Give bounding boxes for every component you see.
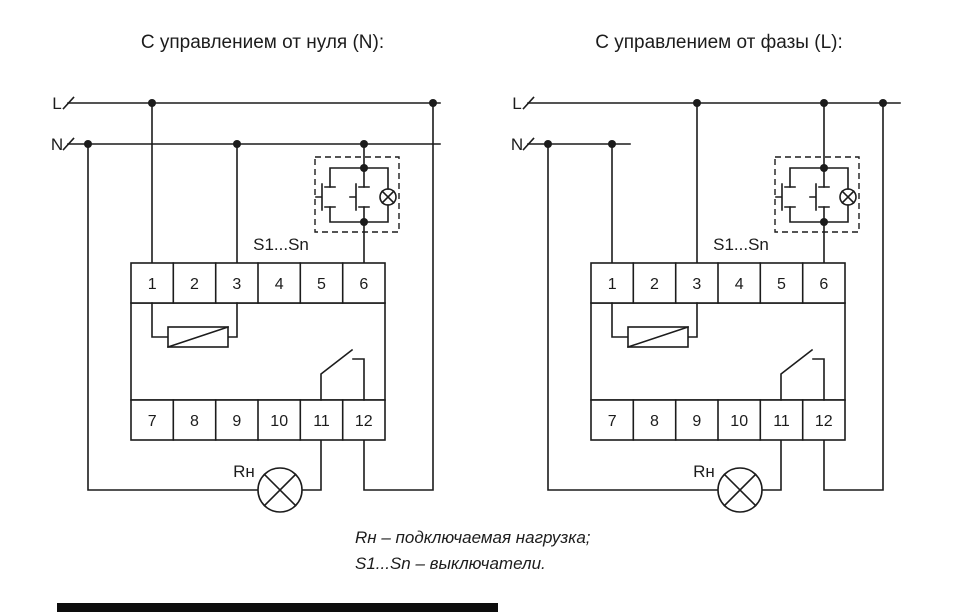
left-switch-group [315,167,397,223]
right-phase-line-tick [522,96,535,110]
left-wire-load-to-terminal11 [301,439,322,491]
left-neutral-line-tick [62,137,75,151]
load-lamp-icon [257,467,303,513]
relay-contact-symbol [320,348,365,401]
terminal-number: 8 [650,413,659,430]
legend-switches: S1...Sn – выключатели. [355,554,546,573]
right-wire-N-to-load [547,143,719,491]
load-lamp-icon [717,467,763,513]
terminal-number: 2 [190,276,199,293]
pushbutton-icon [809,183,830,211]
terminal-number: 12 [355,413,373,430]
terminal-number: 2 [650,276,659,293]
indicator-lamp-icon [379,188,397,206]
terminal-number: 5 [317,276,326,293]
relay-coil-symbol [151,302,238,349]
right-wire-load-to-terminal11 [761,439,782,491]
terminal-number: 11 [773,413,790,430]
left-diagram: L N S1...Sn Rн 1 2 3 4 5 6 7 8 9 10 11 1… [51,94,441,513]
left-diagram-title: С управлением от нуля (N): [140,32,385,53]
terminal-dividers [172,262,344,441]
indicator-lamp-icon [839,188,857,206]
right-switch-group-box [774,156,860,233]
device-body [130,302,386,401]
right-diagram-title: С управлением от фазы (L): [595,32,843,53]
terminal-number: 1 [148,276,157,293]
switch-group-label: S1...Sn [713,235,769,254]
device-body [590,302,846,401]
right-switch-group [775,167,857,223]
terminal-number: 3 [232,276,241,293]
pushbutton-icon [315,183,336,211]
terminal-number: 8 [190,413,199,430]
terminal-number: 6 [359,276,368,293]
legend-load: Rн – подключаемая нагрузка; [355,528,591,547]
terminal-number: 4 [275,276,284,293]
switch-group-label: S1...Sn [253,235,309,254]
terminal-number: 9 [232,413,241,430]
right-neutral-line-tick [522,137,535,151]
right-device [590,262,846,441]
load-label: Rн [233,462,255,481]
junction-dots [84,99,437,226]
left-switch-group-box [314,156,400,233]
terminal-number: 10 [270,413,288,430]
scan-edge-artifact [57,603,498,612]
left-wire-L-to-terminal12 [363,102,434,491]
load-label: Rн [693,462,715,481]
left-wire-N-to-load [87,143,259,491]
terminal-number: 9 [692,413,701,430]
terminal-dividers [632,262,804,441]
terminal-number: 1 [608,276,617,293]
terminal-number: 7 [608,413,617,430]
terminal-number: 12 [815,413,833,430]
left-device [130,262,386,441]
right-diagram: L N S1...Sn Rн 1 2 3 4 5 6 7 8 9 10 11 1… [511,94,901,513]
terminal-number: 10 [730,413,748,430]
terminal-number: 6 [819,276,828,293]
terminal-number: 4 [735,276,744,293]
terminal-number: 5 [777,276,786,293]
relay-coil-symbol [611,302,698,349]
pushbutton-icon [349,183,370,211]
left-phase-line-tick [62,96,75,110]
terminal-number: 11 [313,413,330,430]
terminal-number: 7 [148,413,157,430]
parallel-branch-wires [789,167,849,223]
neutral-label: N [511,135,523,154]
neutral-label: N [51,135,63,154]
right-wire-L-to-terminal12 [823,102,884,491]
junction-dots [544,99,887,226]
relay-contact-symbol [780,348,825,401]
phase-label: L [52,94,61,113]
phase-label: L [512,94,521,113]
parallel-branch-wires [329,167,389,223]
terminal-number: 3 [692,276,701,293]
pushbutton-icon [775,183,796,211]
